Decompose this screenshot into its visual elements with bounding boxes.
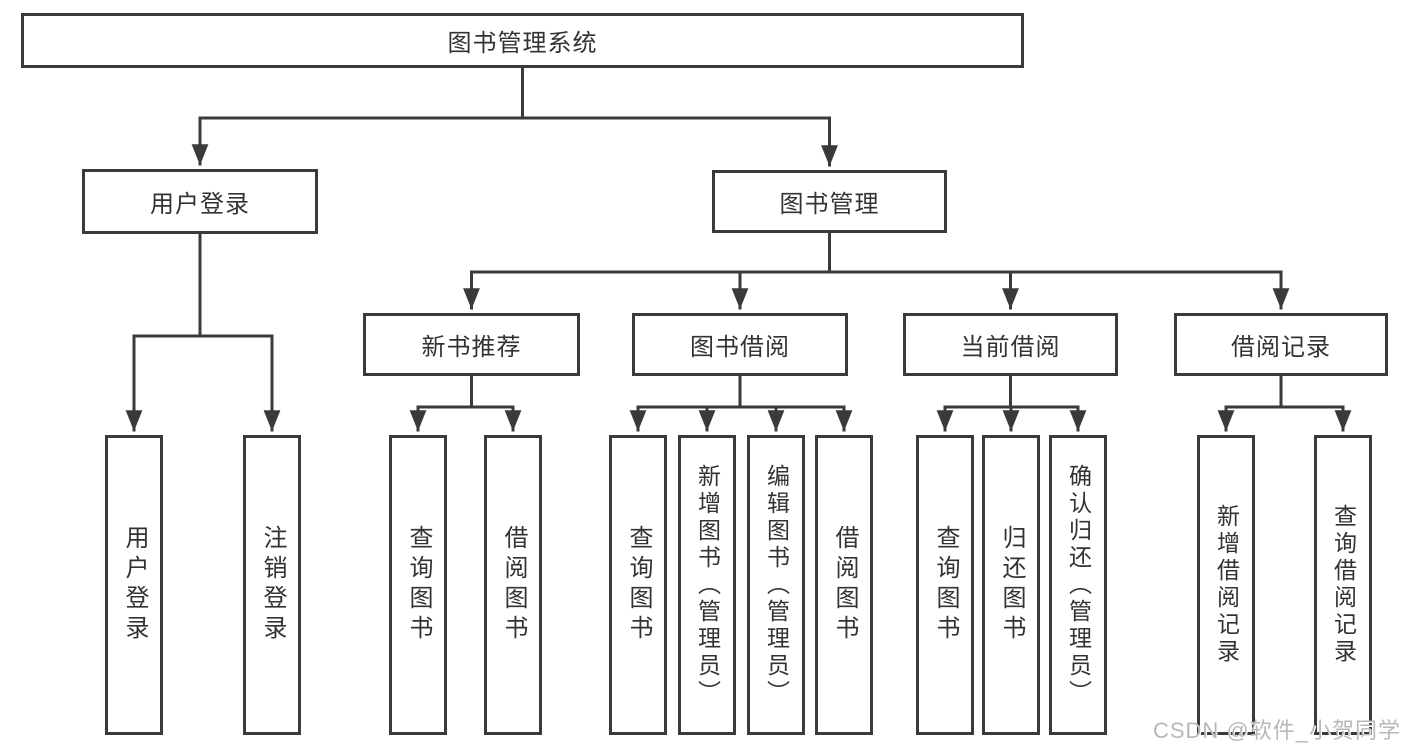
node-new-book-recommend: 新书推荐 bbox=[363, 313, 580, 376]
node-book-management: 图书管理 bbox=[712, 170, 947, 233]
node-root-system: 图书管理系统 bbox=[21, 13, 1024, 68]
csdn-watermark: CSDN @软件_小贺同学 bbox=[1152, 718, 1401, 743]
leaf-user-login: 用户登录 bbox=[105, 435, 163, 735]
leaf-query-books-borrowing: 查询图书 bbox=[609, 435, 667, 735]
leaf-add-books-admin: 新增图书（管理员） bbox=[678, 435, 736, 735]
node-current-borrowing: 当前借阅 bbox=[903, 313, 1118, 376]
leaf-confirm-return-admin: 确认归还（管理员） bbox=[1049, 435, 1107, 735]
node-book-borrowing: 图书借阅 bbox=[632, 313, 848, 376]
node-borrowing-records: 借阅记录 bbox=[1174, 313, 1388, 376]
leaf-return-books: 归还图书 bbox=[982, 435, 1040, 735]
leaf-logout: 注销登录 bbox=[243, 435, 301, 735]
leaf-query-books-recommend: 查询图书 bbox=[389, 435, 447, 735]
node-user-login: 用户登录 bbox=[82, 169, 318, 234]
leaf-edit-books-admin: 编辑图书（管理员） bbox=[747, 435, 805, 735]
leaf-borrow-books: 借阅图书 bbox=[815, 435, 873, 735]
leaf-add-borrow-record: 新增借阅记录 bbox=[1197, 435, 1255, 735]
leaf-borrow-books-recommend: 借阅图书 bbox=[484, 435, 542, 735]
leaf-query-borrow-record: 查询借阅记录 bbox=[1314, 435, 1372, 735]
leaf-query-books-current: 查询图书 bbox=[916, 435, 974, 735]
